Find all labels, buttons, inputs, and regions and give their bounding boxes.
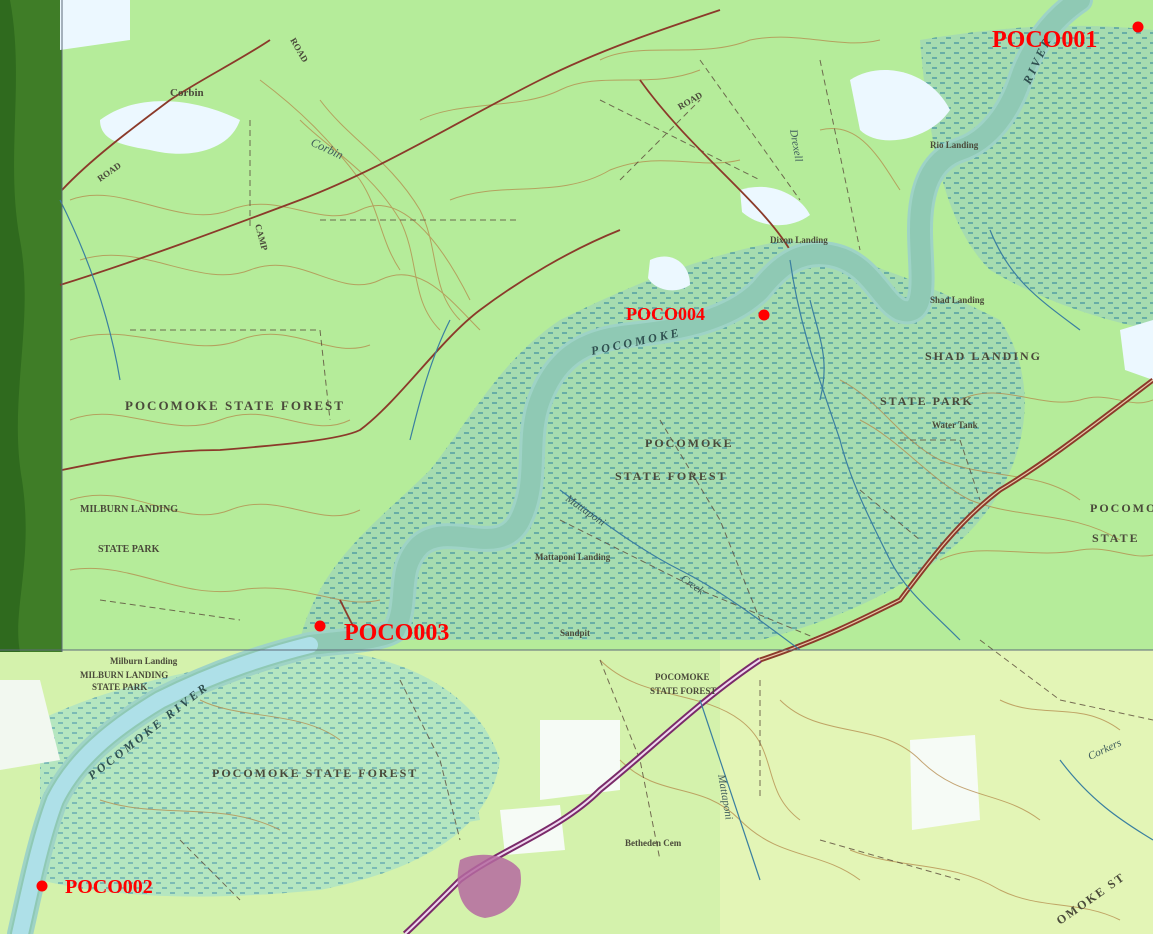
label-pocomoke-state-forest-west: POCOMOKE STATE FOREST [125,398,345,413]
label-betheden-cem: Betheden Cem [625,838,682,848]
label-rio-landing: Rio Landing [930,140,979,150]
label-pocomoke-center-2: STATE FOREST [615,469,728,483]
trails [99,59,1153,901]
station-poco004-dot[interactable] [758,309,770,321]
clearing-betheden [500,805,565,855]
label-water-tank: Water Tank [932,420,978,430]
clearing-se [910,735,980,830]
clearing-corbin [100,101,240,154]
clearing-sw [0,680,60,770]
label-shad-landing-small: Shad Landing [930,295,985,305]
label-pocomoke-state-forest-south: POCOMOKE STATE FOREST [212,766,418,780]
label-sandpit: Sandpit [560,628,590,638]
label-dixon-landing: Dixon Landing [770,235,828,245]
label-pocomoke-sf-small-1: POCOMOKE [655,672,710,682]
urban-area [457,854,521,918]
label-milburn-landing-2: STATE PARK [98,544,160,555]
label-corbin: Corbin [170,87,204,99]
station-poco003[interactable]: POCO003 [314,620,450,646]
clearing-drexell [740,186,810,226]
grid-lines [0,0,1153,652]
contour-lines [69,36,1153,921]
label-drexell: Drexell [787,127,805,162]
clearing-center [648,256,690,291]
station-poco001-label: POCO001 [992,27,1097,53]
station-poco004-label: POCO004 [626,304,705,324]
station-markers: POCO001 POCO002 POCO003 POCO004 [36,21,1144,898]
station-poco001-dot[interactable] [1132,21,1144,33]
label-milburn-landing-1: MILBURN LANDING [80,504,178,515]
station-poco001[interactable]: POCO001 [992,21,1144,54]
highway [402,378,1153,934]
marsh-south-strip [340,660,480,830]
label-milburn-state-park-small-2: STATE PARK [92,682,147,692]
clearing-nw [60,0,130,50]
station-poco002[interactable]: POCO002 [36,876,153,898]
label-mattaponi-landing: Mattaponi Landing [535,552,611,562]
label-pocomoke-center-1: POCOMOKE [645,436,734,450]
label-milburn-state-park-small-1: MILBURN LANDING [80,670,168,680]
label-pocomoke-east-1: POCOMO [1090,501,1153,515]
pocomoke-river [7,0,1093,934]
roads [59,9,791,641]
label-shad-landing-park: STATE PARK [880,394,974,408]
clearing-south [540,720,620,800]
clearing-ne [850,70,950,141]
label-pocomoke-east-2: STATE [1092,531,1140,545]
station-poco003-label: POCO003 [344,620,449,646]
label-milburn-landing-small: Milburn Landing [110,656,178,666]
station-poco004[interactable]: POCO004 [626,304,770,324]
marsh-ne [920,25,1153,331]
station-poco002-dot[interactable] [36,880,48,892]
label-pocomoke-sf-small-2: STATE FOREST [650,686,716,696]
clearing-east [1120,320,1153,380]
creeks [59,199,1153,881]
relief-strip-shading [10,0,62,652]
station-poco002-label: POCO002 [65,876,153,898]
label-shad-landing: SHAD LANDING [925,349,1042,363]
station-poco003-dot[interactable] [314,620,326,632]
